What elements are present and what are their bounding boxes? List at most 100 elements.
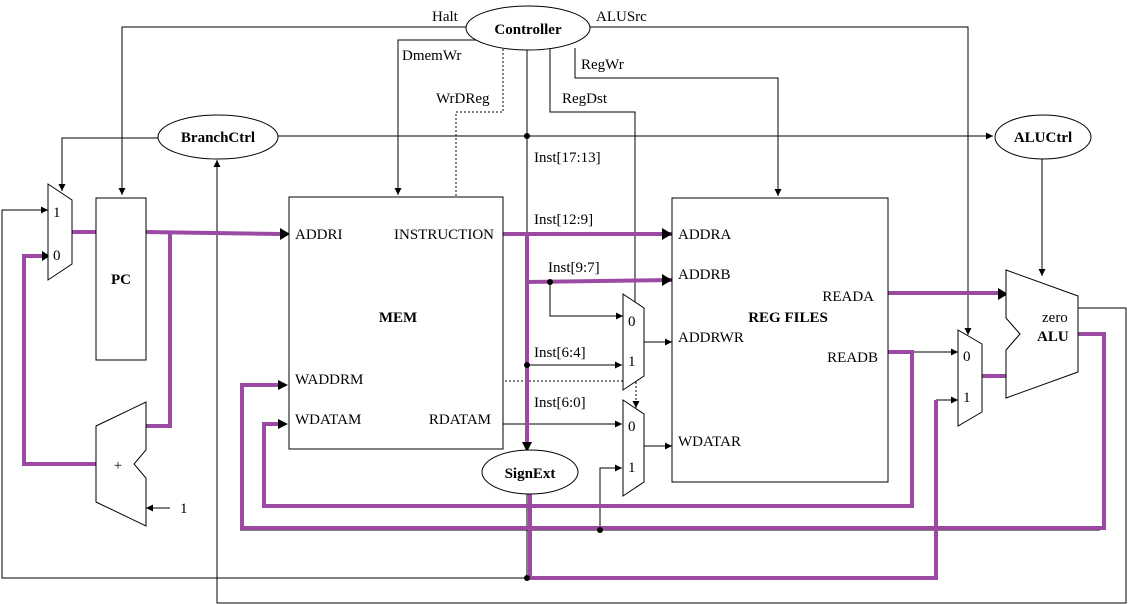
regwr-wire bbox=[574, 48, 782, 196]
addrwr-mux: 0 1 bbox=[622, 293, 645, 391]
alu-label: ALU bbox=[1037, 329, 1069, 345]
dmemwr-wire bbox=[394, 39, 480, 195]
aluctrl-label: ALUCtrl bbox=[1014, 130, 1072, 146]
junction-dot bbox=[524, 362, 530, 368]
adder-constant: 1 bbox=[180, 501, 188, 517]
signext-label: SignExt bbox=[505, 466, 556, 482]
regfile-box bbox=[671, 197, 889, 483]
inst-9-7-label: Inst[9:7] bbox=[548, 260, 600, 276]
branch-target-wire bbox=[1, 206, 527, 579]
wdatar-mux-in1-wire bbox=[599, 464, 622, 530]
wdatam-port: WDATAM bbox=[295, 412, 361, 428]
regfile-label: REG FILES bbox=[748, 310, 828, 326]
adder-shape bbox=[95, 401, 147, 527]
alu-src-mux-input-1: 1 bbox=[963, 390, 971, 406]
readb-port: READB bbox=[827, 350, 878, 366]
pc-mux-input-0: 0 bbox=[53, 248, 61, 264]
halt-wire bbox=[118, 26, 470, 195]
alu-shape bbox=[1005, 269, 1079, 399]
pc-mux: 1 0 bbox=[47, 183, 73, 281]
branchctrl-ellipse bbox=[157, 114, 279, 160]
arrowhead-reada bbox=[998, 288, 1008, 300]
inst-6-0-label: Inst[6:0] bbox=[534, 395, 586, 411]
controller-unit: Controller bbox=[465, 5, 591, 51]
mem-box bbox=[288, 196, 504, 450]
wrdreg-label: WrDReg bbox=[436, 91, 490, 107]
instruction-port: INSTRUCTION bbox=[394, 227, 494, 243]
aluctrl-unit: ALUCtrl bbox=[994, 114, 1092, 160]
signal-labels: Halt ALUSrc DmemWr RegWr WrDReg RegDst bbox=[402, 9, 647, 107]
branchctrl-select-wire bbox=[58, 137, 160, 191]
junction-dot bbox=[524, 575, 530, 581]
alu-src-mux-input-0: 0 bbox=[963, 349, 971, 365]
wdatar-mux-input-0: 0 bbox=[628, 419, 636, 435]
arrowhead-addra bbox=[662, 228, 672, 240]
addrwr-port: ADDRWR bbox=[678, 330, 744, 346]
addrwr-mux-input-0: 0 bbox=[628, 314, 636, 330]
pc-adder: + 1 bbox=[95, 401, 188, 527]
dmemwr-label: DmemWr bbox=[402, 48, 461, 64]
regdst-label: RegDst bbox=[562, 91, 608, 107]
adder-symbol: + bbox=[114, 458, 122, 474]
inst-17-13-label: Inst[17:13] bbox=[534, 150, 601, 166]
inst-12-9-label: Inst[12:9] bbox=[534, 212, 593, 228]
junction-dot bbox=[597, 527, 603, 533]
pc-box bbox=[95, 197, 147, 361]
wdatar-mux: 0 1 bbox=[622, 399, 645, 497]
alu-src-mux: 0 1 bbox=[957, 329, 983, 427]
inst-6-4-label: Inst[6:4] bbox=[534, 345, 586, 361]
signext-ellipse bbox=[481, 449, 579, 495]
waddrm-port: WADDRM bbox=[295, 372, 363, 388]
controller-ellipse bbox=[465, 5, 591, 51]
arrowhead-waddrm bbox=[278, 380, 288, 390]
addrwr-mux-in0-wire bbox=[549, 282, 623, 320]
junction-dots bbox=[524, 133, 603, 581]
branchctrl-label: BranchCtrl bbox=[181, 130, 255, 146]
junction-dot bbox=[547, 279, 553, 285]
wdatar-mux-shape bbox=[622, 399, 645, 497]
pc-mux-shape bbox=[47, 183, 73, 281]
register-file: REG FILES ADDRA ADDRB ADDRWR WDATAR READ… bbox=[671, 197, 889, 483]
halt-label: Halt bbox=[432, 9, 459, 25]
alusrc-wire bbox=[590, 26, 972, 335]
rdatam-port: RDATAM bbox=[429, 412, 491, 428]
alu-zero-label: zero bbox=[1042, 310, 1068, 326]
pc-register: PC bbox=[95, 197, 147, 361]
addrwr-mux-shape bbox=[622, 293, 645, 391]
signext-out-bus bbox=[528, 400, 938, 580]
pc-adder-bus bbox=[146, 232, 172, 428]
regdst-wire bbox=[549, 48, 639, 320]
addrb-port: ADDRB bbox=[678, 267, 731, 283]
signext-unit: SignExt bbox=[481, 449, 579, 495]
alusrc-label: ALUSrc bbox=[596, 9, 647, 25]
readb-bus bbox=[262, 350, 914, 508]
addri-port: ADDRI bbox=[295, 227, 343, 243]
wdatar-port: WDATAR bbox=[678, 434, 741, 450]
zero-feedback-wire bbox=[213, 160, 1127, 604]
bus-arrowheads bbox=[42, 228, 1008, 452]
adder-out-bus bbox=[22, 254, 97, 466]
alu-src-mux-shape bbox=[957, 329, 983, 427]
reada-port: READA bbox=[822, 289, 874, 305]
arrowhead-pc-mux-0 bbox=[42, 251, 50, 261]
pc-label: PC bbox=[111, 272, 131, 288]
branchctrl-unit: BranchCtrl bbox=[157, 114, 279, 160]
arrowhead-addrb bbox=[662, 274, 672, 286]
alu-out-bus bbox=[240, 332, 1106, 530]
instruction-field-labels: Inst[17:13] Inst[12:9] Inst[9:7] Inst[6:… bbox=[534, 150, 601, 411]
addra-port: ADDRA bbox=[678, 227, 732, 243]
addrwr-mux-input-1: 1 bbox=[628, 354, 636, 370]
controller-label: Controller bbox=[494, 22, 562, 38]
regwr-label: RegWr bbox=[581, 57, 624, 73]
data-buses bbox=[22, 229, 1106, 580]
arrowhead-addri bbox=[280, 228, 290, 240]
arrowhead-wdatam bbox=[278, 419, 288, 429]
pc-mux-input-1: 1 bbox=[53, 205, 61, 221]
aluctrl-ellipse bbox=[994, 114, 1092, 160]
alu-unit: zero ALU bbox=[1005, 269, 1079, 399]
arrowhead-signext bbox=[522, 442, 532, 452]
wdatar-mux-input-1: 1 bbox=[628, 460, 636, 476]
pc-out-bus bbox=[143, 229, 283, 237]
memory-unit: MEM ADDRI INSTRUCTION WADDRM WDATAM RDAT… bbox=[288, 196, 504, 450]
